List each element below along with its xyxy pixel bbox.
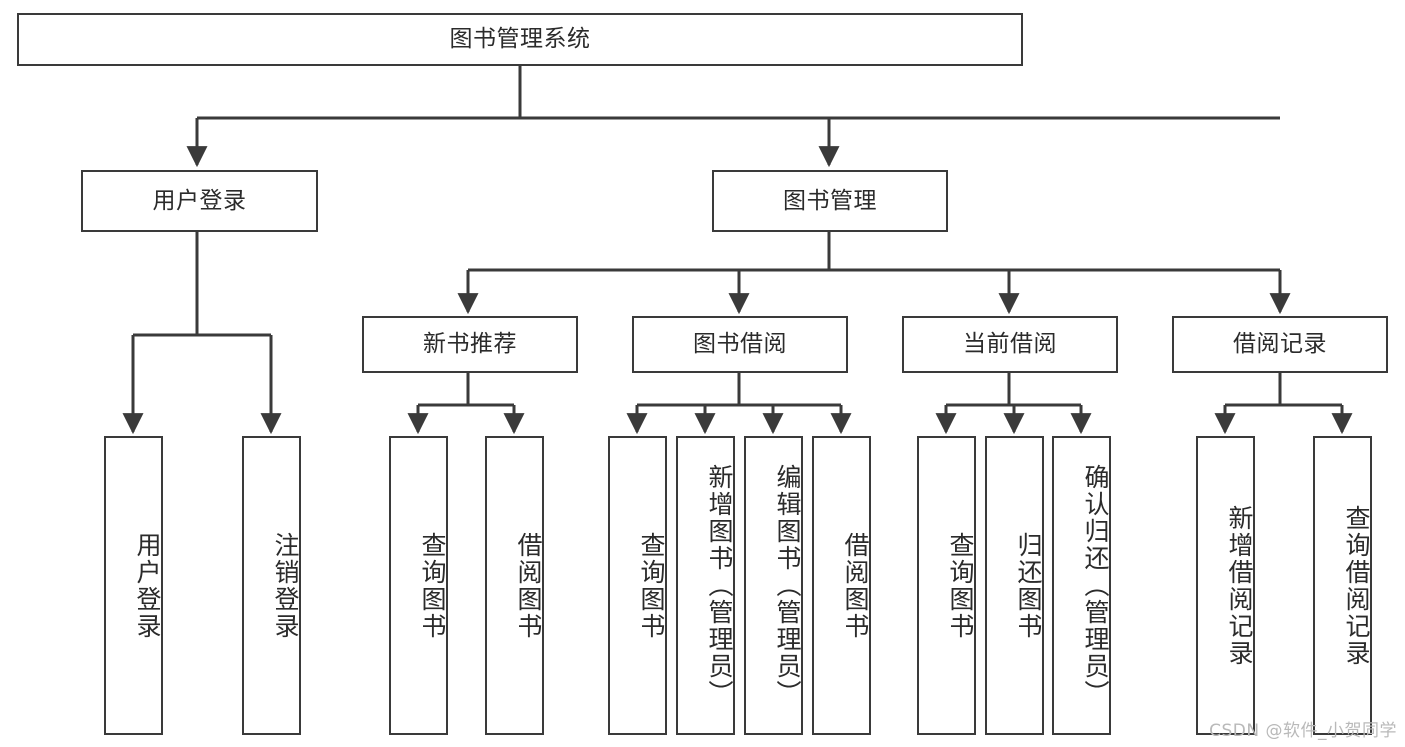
- node-book-management-label: 图书管理: [783, 187, 877, 214]
- leaf-return-book[interactable]: 归还图书: [985, 436, 1044, 735]
- leaf-edit-book-admin-label: 编辑图书（管理员）: [773, 464, 802, 707]
- node-borrow-record-label: 借阅记录: [1233, 331, 1327, 358]
- watermark: CSDN @软件_小贺同学: [1209, 721, 1397, 741]
- leaf-query-borrow-record-label: 查询借阅记录: [1342, 504, 1371, 667]
- leaf-return-book-label: 归还图书: [1014, 531, 1043, 640]
- leaf-logout-label: 注销登录: [271, 531, 300, 640]
- leaf-edit-book-admin[interactable]: 编辑图书（管理员）: [744, 436, 803, 735]
- leaf-borrow-book-recommend[interactable]: 借阅图书: [485, 436, 544, 735]
- leaf-user-login-label: 用户登录: [133, 531, 162, 640]
- leaf-user-login[interactable]: 用户登录: [104, 436, 163, 735]
- leaf-query-book-borrow[interactable]: 查询图书: [608, 436, 667, 735]
- node-new-book-recommend[interactable]: 新书推荐: [362, 316, 578, 373]
- node-root-label: 图书管理系统: [449, 26, 591, 53]
- leaf-add-borrow-record[interactable]: 新增借阅记录: [1196, 436, 1255, 735]
- node-current-borrow[interactable]: 当前借阅: [902, 316, 1118, 373]
- leaf-borrow-book-label: 借阅图书: [841, 531, 870, 640]
- leaf-add-book-admin-label: 新增图书（管理员）: [705, 464, 734, 707]
- leaf-query-book-recommend[interactable]: 查询图书: [389, 436, 448, 735]
- leaf-query-book-current[interactable]: 查询图书: [917, 436, 976, 735]
- leaf-borrow-book[interactable]: 借阅图书: [812, 436, 871, 735]
- node-root-system[interactable]: 图书管理系统: [17, 13, 1023, 66]
- node-user-login[interactable]: 用户登录: [81, 170, 318, 232]
- node-book-borrow-label: 图书借阅: [693, 331, 787, 358]
- leaf-query-book-borrow-label: 查询图书: [637, 531, 666, 640]
- node-book-borrow[interactable]: 图书借阅: [632, 316, 848, 373]
- leaf-confirm-return-admin[interactable]: 确认归还（管理员）: [1052, 436, 1111, 735]
- node-book-management[interactable]: 图书管理: [712, 170, 948, 232]
- leaf-borrow-book-recommend-label: 借阅图书: [514, 531, 543, 640]
- node-user-login-label: 用户登录: [152, 187, 247, 214]
- leaf-confirm-return-admin-label: 确认归还（管理员）: [1081, 464, 1110, 707]
- node-current-borrow-label: 当前借阅: [963, 331, 1057, 358]
- node-borrow-record[interactable]: 借阅记录: [1172, 316, 1388, 373]
- leaf-query-book-current-label: 查询图书: [946, 531, 975, 640]
- node-new-book-recommend-label: 新书推荐: [423, 331, 517, 358]
- leaf-logout[interactable]: 注销登录: [242, 436, 301, 735]
- leaf-add-book-admin[interactable]: 新增图书（管理员）: [676, 436, 735, 735]
- leaf-add-borrow-record-label: 新增借阅记录: [1225, 504, 1254, 667]
- leaf-query-borrow-record[interactable]: 查询借阅记录: [1313, 436, 1372, 735]
- leaf-query-book-recommend-label: 查询图书: [418, 531, 447, 640]
